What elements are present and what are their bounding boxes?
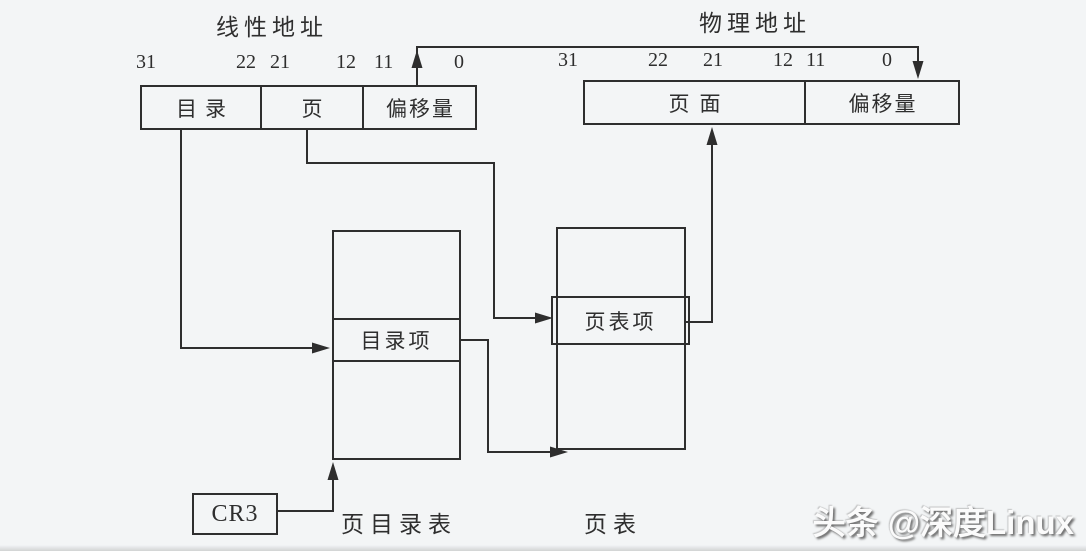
page-table-entry-row: 页表项 bbox=[551, 296, 690, 345]
physical-bit-12: 12 bbox=[773, 49, 793, 71]
page-directory-table-caption: 页目录表 bbox=[341, 512, 457, 537]
linear-address-box: 目录 页 偏移量 bbox=[140, 85, 477, 130]
linear-bit-12: 12 bbox=[336, 51, 356, 73]
physical-bit-22: 22 bbox=[648, 49, 668, 71]
linear-bit-22: 22 bbox=[236, 51, 256, 73]
connector-entry-to-pagetable bbox=[461, 339, 568, 458]
physical-bit-21: 21 bbox=[703, 49, 723, 71]
arrow-down-icon bbox=[912, 61, 924, 79]
arrow-up-icon bbox=[327, 462, 339, 480]
linear-field-directory: 目录 bbox=[176, 96, 234, 121]
connector-cr3-to-directory-table bbox=[278, 462, 339, 512]
linear-bit-31: 31 bbox=[136, 51, 156, 73]
physical-field-offset: 偏移量 bbox=[804, 82, 958, 123]
physical-bit-0: 0 bbox=[882, 49, 892, 71]
arrow-up-icon bbox=[411, 50, 423, 68]
directory-entry-row: 目录项 bbox=[334, 318, 459, 362]
linear-field-page: 页 bbox=[260, 87, 362, 128]
connector-pte-to-frame bbox=[686, 127, 718, 323]
linear-bit-21: 21 bbox=[270, 51, 290, 73]
linear-field-offset: 偏移量 bbox=[362, 87, 475, 128]
page-table-caption: 页表 bbox=[584, 512, 642, 537]
linear-address-title: 线性地址 bbox=[216, 15, 328, 40]
physical-bit-31: 31 bbox=[558, 49, 578, 71]
arrow-up-icon bbox=[706, 127, 718, 145]
physical-address-title: 物理地址 bbox=[699, 11, 811, 36]
page-table bbox=[556, 227, 686, 450]
connector-directory-to-entry bbox=[180, 129, 330, 354]
watermark-text: 头条 @深度Linux bbox=[812, 504, 1074, 541]
cr3-register-box: CR3 bbox=[192, 493, 278, 535]
linear-bit-11: 11 bbox=[374, 51, 394, 73]
physical-bit-11: 11 bbox=[806, 49, 826, 71]
arrow-right-icon bbox=[312, 342, 330, 354]
physical-field-frame: 页面 bbox=[668, 91, 731, 116]
linear-bit-0: 0 bbox=[454, 51, 464, 73]
page-directory-table: 目录项 bbox=[332, 230, 461, 460]
physical-address-box: 页面 偏移量 bbox=[583, 80, 960, 125]
